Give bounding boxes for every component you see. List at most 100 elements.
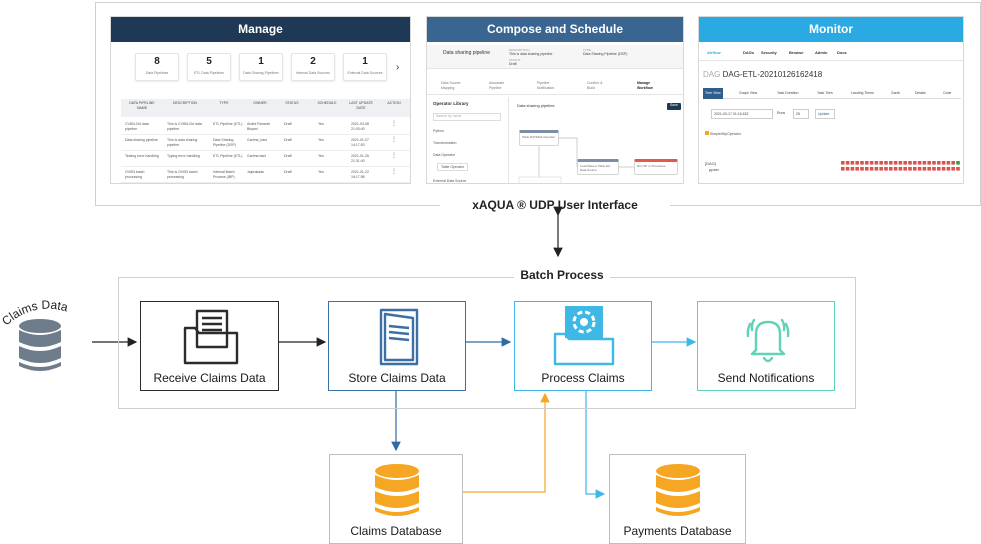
task-status-cell[interactable] (898, 167, 903, 171)
task-status-cell[interactable] (903, 161, 907, 165)
task-status-cell[interactable] (889, 161, 893, 165)
task-status-cell[interactable] (855, 161, 859, 165)
task-status-cell[interactable] (884, 161, 888, 165)
operator-item[interactable]: Data Operator (433, 153, 456, 157)
claims-database-node[interactable]: Claims Database (329, 454, 463, 544)
runs-select[interactable]: 25 (793, 109, 809, 119)
task-status-cell[interactable] (898, 161, 903, 165)
task-status-cell[interactable] (951, 161, 955, 165)
tab-code[interactable]: Code (943, 91, 952, 95)
task-status-cell[interactable] (908, 167, 912, 171)
row-action-icon[interactable]: ⋮ (391, 153, 397, 159)
task-status-cell[interactable] (941, 161, 946, 165)
nav-item[interactable]: Security (761, 50, 777, 55)
task-status-cell[interactable] (956, 161, 960, 165)
tab-associate-pipeline[interactable]: Associate Pipeline (489, 81, 505, 90)
column-header[interactable]: TYPE (219, 101, 229, 105)
task-status-cell[interactable] (893, 167, 898, 171)
nav-item[interactable]: Browse (789, 50, 804, 55)
nav-item[interactable]: Docs (837, 50, 847, 55)
task-status-cell[interactable] (932, 167, 936, 171)
task-status-cell[interactable] (879, 161, 883, 165)
nav-item[interactable]: Admin (815, 50, 828, 55)
tree-root[interactable]: [DAG] (705, 161, 716, 166)
tab-landing-times[interactable]: Landing Times (851, 91, 874, 95)
tab-task-duration[interactable]: Task Duration (777, 91, 799, 95)
tab-confirm-build[interactable]: Confirm & Build (587, 81, 603, 90)
tab-tree-view[interactable]: Tree View (703, 88, 723, 99)
task-status-cell[interactable] (841, 161, 845, 165)
operator-item[interactable]: External Data Source (433, 179, 467, 183)
tab-manage-workflow[interactable]: Manage Workflow (637, 81, 653, 90)
chevron-right-icon[interactable]: › (396, 62, 400, 73)
workflow-node[interactable]: Run SP or Procedure (634, 159, 678, 175)
save-button[interactable]: Save (667, 103, 681, 110)
task-status-cell[interactable] (841, 167, 845, 171)
table-row[interactable]: Testing error handling Typing error hand… (121, 151, 410, 167)
date-field[interactable]: 2021-03-17 01:16:152 (711, 109, 773, 119)
workflow-node[interactable]: Load Data to Table Ext Data Source (577, 159, 619, 175)
task-status-cell[interactable] (869, 161, 874, 165)
task-status-cell[interactable] (865, 161, 869, 165)
task-status-cell[interactable] (845, 161, 850, 165)
task-status-cell[interactable] (913, 161, 917, 165)
send-notifications-node[interactable]: Send Notifications (697, 301, 835, 391)
table-row[interactable]: CV80LCkf data pipeline This is CV80LCkf … (121, 119, 410, 135)
column-header[interactable]: OWNER (253, 101, 267, 105)
column-header[interactable]: SCHEDULE (317, 101, 337, 105)
task-status-cell[interactable] (908, 161, 912, 165)
task-status-cell[interactable] (845, 167, 850, 171)
tree-child[interactable]: ppser (709, 167, 720, 172)
tab-gantt[interactable]: Gantt (891, 91, 900, 95)
task-status-cell[interactable] (865, 167, 869, 171)
task-status-cell[interactable] (941, 167, 946, 171)
operator-item[interactable]: Table Operator (437, 163, 469, 171)
task-status-cell[interactable] (956, 167, 960, 171)
column-header[interactable]: LAST UPDATE DATE (349, 101, 373, 110)
table-row[interactable]: Data sharing pipeline This is data shari… (121, 135, 410, 151)
column-header[interactable]: STATUS (285, 101, 299, 105)
task-status-cell[interactable] (946, 167, 951, 171)
operator-item[interactable]: Python (433, 129, 444, 133)
row-action-icon[interactable]: ⋮ (391, 137, 397, 143)
tab-data-source-mapping[interactable]: Data Source Mapping (441, 81, 461, 90)
task-status-cell[interactable] (913, 167, 917, 171)
tab-pipeline-notification[interactable]: Pipeline Notification (537, 81, 555, 90)
task-status-cell[interactable] (946, 161, 951, 165)
task-status-cell[interactable] (879, 167, 883, 171)
task-status-cell[interactable] (884, 167, 888, 171)
store-claims-node[interactable]: Store Claims Data (328, 301, 466, 391)
operator-search-input[interactable]: Search by name (433, 113, 501, 121)
task-status-cell[interactable] (855, 167, 859, 171)
task-status-cell[interactable] (917, 167, 922, 171)
table-row[interactable]: OVI53 batch processing This is OVI53 bat… (121, 167, 410, 183)
task-status-cell[interactable] (889, 167, 893, 171)
task-status-cell[interactable] (927, 161, 931, 165)
task-status-cell[interactable] (922, 167, 927, 171)
airflow-logo[interactable]: Airflow (707, 50, 721, 55)
row-action-icon[interactable]: ⋮ (391, 121, 397, 127)
task-status-cell[interactable] (850, 167, 855, 171)
payments-database-node[interactable]: Payments Database (609, 454, 746, 544)
task-status-cell[interactable] (860, 161, 864, 165)
task-status-cell[interactable] (874, 161, 879, 165)
task-status-cell[interactable] (869, 167, 874, 171)
task-status-cell[interactable] (917, 161, 922, 165)
task-status-cell[interactable] (922, 161, 927, 165)
task-status-cell[interactable] (874, 167, 879, 171)
task-status-cell[interactable] (850, 161, 855, 165)
task-status-cell[interactable] (927, 167, 931, 171)
workflow-node[interactable]: Table DAT2024 Operator (519, 130, 559, 146)
column-header[interactable]: DESCRIPTION (173, 101, 197, 105)
task-status-cell[interactable] (937, 161, 941, 165)
task-status-cell[interactable] (932, 161, 936, 165)
process-claims-node[interactable]: Process Claims (514, 301, 652, 391)
tab-details[interactable]: Details (915, 91, 926, 95)
task-status-cell[interactable] (903, 167, 907, 171)
tab-task-tries[interactable]: Task Tries (817, 91, 833, 95)
operator-item[interactable]: Transformation (433, 141, 457, 145)
